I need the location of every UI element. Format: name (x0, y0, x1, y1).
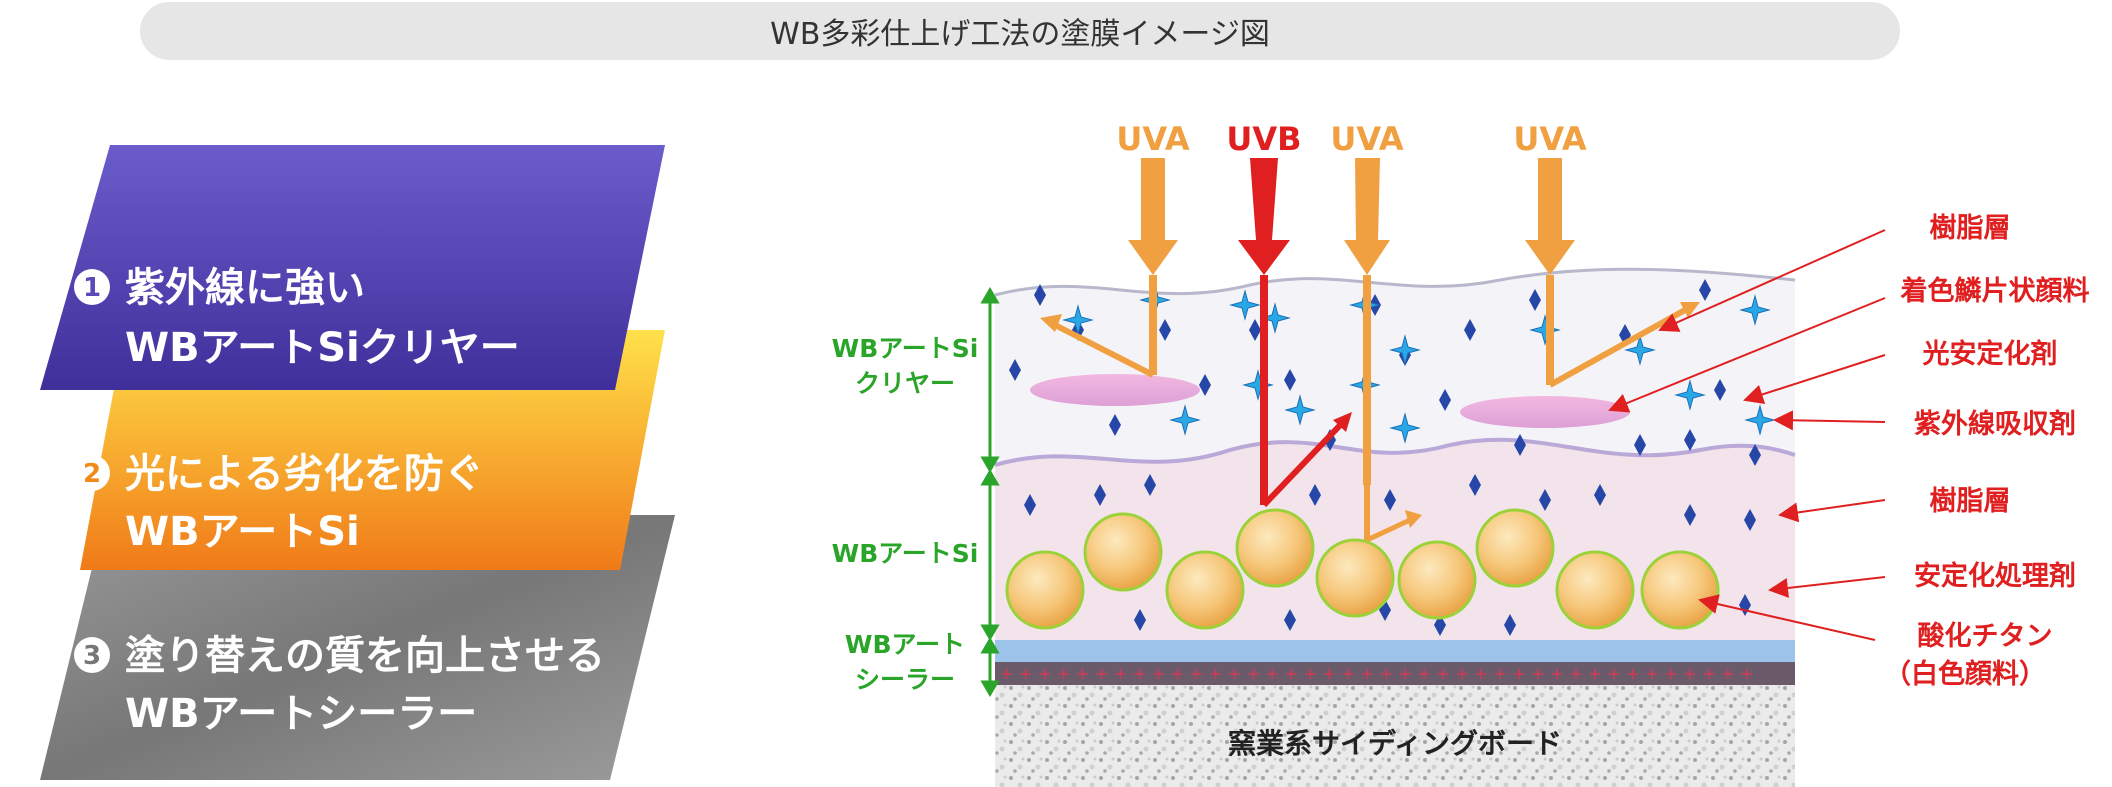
substrate-label: 窯業系サイディングボード (1228, 727, 1562, 760)
clear-layer-label-line2: クリヤー (855, 369, 955, 398)
sealer-layer-label-line1: WBアート (845, 630, 965, 659)
layer2-number: 2 (83, 459, 101, 489)
titanium-oxide-label: 酸化チタン (1918, 621, 2053, 652)
light-stabilizer-label: 光安定化剤 (1922, 338, 2058, 370)
uvb-label: UVB (1226, 120, 1301, 158)
layer1-title: 紫外線に強い (125, 265, 365, 311)
titanium-particles (1005, 508, 1720, 630)
si-layer-label: WBアートSi (832, 539, 979, 568)
resin-layer-label-1: 樹脂層 (1930, 213, 2011, 244)
pigment-flake (1460, 396, 1630, 428)
resin-layer-label-2: 樹脂層 (1930, 486, 2011, 517)
pigment-flake (1030, 374, 1200, 406)
pigment-flake-label: 着色鱗片状顔料 (1900, 275, 2090, 307)
titanium-oxide-sublabel: （白色顔料） (1884, 658, 2046, 690)
uv-absorber-label: 紫外線吸収剤 (1914, 408, 2076, 440)
clear-layer-label-line1: WBアートSi (832, 334, 979, 363)
layer1-number: 1 (83, 273, 101, 303)
uv-rays (1040, 158, 1700, 543)
layer1-number-badge (74, 269, 110, 305)
sealer-marks: + + + + + + + + + + + + + + + + + + + + … (1000, 664, 1754, 683)
uva-label-3: UVA (1513, 120, 1587, 158)
layer1-product: WBアートSiクリヤー (125, 325, 520, 371)
sealer-base-line (995, 662, 1795, 685)
stabilizing-agent-label: 安定化処理剤 (1914, 560, 2076, 592)
sealer-layer-label-line2: シーラー (855, 665, 955, 694)
uva-label-1: UVA (1116, 120, 1190, 158)
layer3-product: WBアートシーラー (125, 691, 477, 737)
svg-text:+ + + + + + + + + + + + + + +: + + + + + + + + + + + + + + + + + + + + … (1000, 664, 1754, 683)
layer-brackets (980, 287, 1000, 697)
layer3-title: 塗り替えの質を向上させる (125, 633, 605, 679)
layer2-number-badge (74, 455, 110, 491)
layer3-number-badge (74, 637, 110, 673)
sealer-layer (995, 640, 1795, 662)
uva-label-2: UVA (1330, 120, 1404, 158)
layer1-panel (40, 145, 665, 390)
leader-lines (1608, 229, 1886, 641)
layer2-title: 光による劣化を防ぐ (125, 451, 484, 497)
layer2-product: WBアートSi (125, 509, 360, 555)
page-title: WB多彩仕上げ工法の塗膜イメージ図 (140, 2, 1900, 60)
layer3-number: 3 (83, 641, 101, 671)
